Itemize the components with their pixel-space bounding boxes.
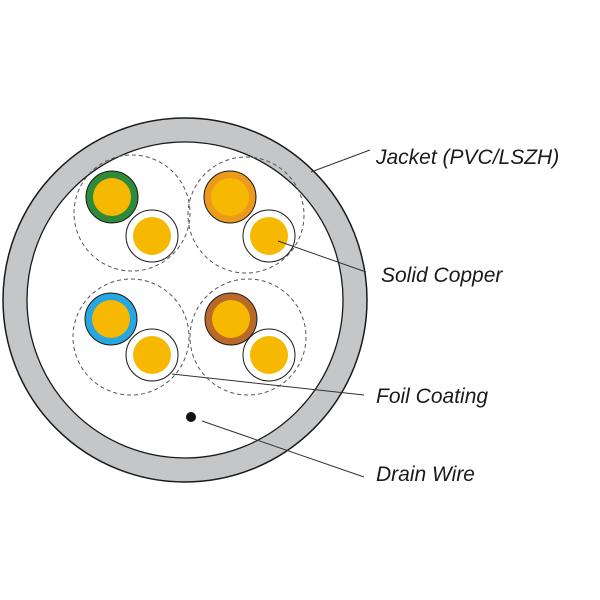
twisted-pair-green [73,154,191,272]
copper-conductor [133,336,171,374]
copper-conductor [211,178,249,216]
twisted-pair-blue [72,278,190,396]
foil-coating-leader-line [171,373,365,396]
copper-conductor [250,336,288,374]
copper-conductor [212,300,250,338]
pair-foil-shield [72,278,190,396]
drain-wire [186,412,196,422]
twisted-pair-brown [189,278,307,396]
copper-conductor [92,300,130,338]
drain-wire-label: Drain Wire [376,463,475,486]
jacket-leader-line [310,149,371,173]
foil-coating-label: Foil Coating [376,385,488,408]
copper-conductor [93,178,131,216]
jacket-label: Jacket (PVC/LSZH) [375,146,559,169]
solid-copper-label: Solid Copper [381,264,503,287]
pair-foil-shield [189,278,307,396]
copper-conductor [250,217,288,255]
drain-wire-leader-line [201,420,365,478]
pair-foil-shield [73,154,191,272]
pair-foil-shield [187,156,305,274]
solid-copper-leader-line [277,240,367,273]
copper-conductor [133,217,171,255]
twisted-pair-orange [187,156,305,274]
